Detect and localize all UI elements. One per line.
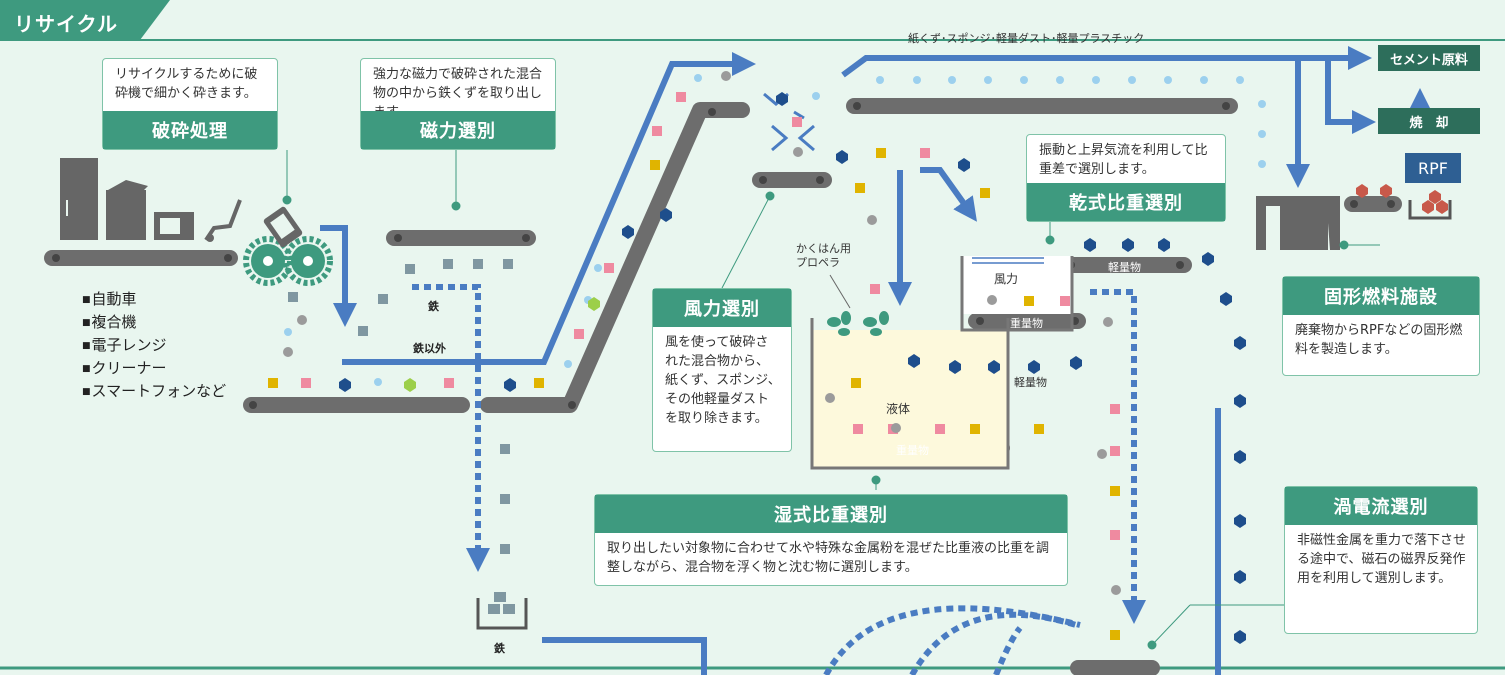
iron-bin-icon — [476, 592, 528, 630]
solid-fuel-icon — [1256, 196, 1452, 250]
propeller-label-2: プロペラ — [796, 256, 840, 269]
appliances-icon — [60, 158, 242, 242]
dry-desc: 振動と上昇気流を利用して比重差で選別します。 — [1039, 143, 1208, 177]
list-item: クリーナー — [82, 357, 226, 380]
iron-label: 鉄 — [428, 300, 439, 313]
crushing-desc: リサイクルするために破砕機で細かく砕きます。 — [115, 67, 258, 101]
magnetic-box: 強力な磁力で破砕された混合物の中から鉄くずを取り出します。 磁力選別 — [360, 58, 556, 150]
page-title: リサイクル — [14, 12, 118, 36]
eddy-box: 渦電流選別 非磁性金属を重力で落下させる途中で、磁石の磁界反発作用を利用して選別… — [1284, 486, 1478, 634]
list-item: 電子レンジ — [82, 334, 226, 357]
wind-box: 風力選別 風を使って破砕された混合物から、紙くず、スポンジ、その他軽量ダストを取… — [652, 288, 792, 452]
propeller-icon — [827, 311, 889, 336]
light-wet-label: 軽量物 — [1014, 376, 1047, 389]
solid-fuel-title: 固形燃料施設 — [1283, 277, 1479, 315]
wet-box: 湿式比重選別 取り出したい対象物に合わせて水や特殊な金属粉を混ぜた比重液の比重を… — [594, 494, 1068, 586]
magnetic-title: 磁力選別 — [361, 111, 555, 149]
list-item: 自動車 — [82, 288, 226, 311]
burn-tag: 焼 却 — [1378, 108, 1480, 134]
non-iron-label: 鉄以外 — [413, 342, 446, 355]
paper-dust-label: 紙くず･スポンジ･軽量ダスト･軽量プラスチック — [908, 32, 1145, 45]
wind-desc: 風を使って破砕された混合物から、紙くず、スポンジ、その他軽量ダストを取り除きます… — [665, 335, 781, 426]
particles — [268, 71, 1266, 644]
solid-fuel-box: 固形燃料施設 廃棄物からRPFなどの固形燃料を製造します。 — [1282, 276, 1480, 376]
dry-tank — [960, 256, 1074, 332]
propeller-label-1: かくはん用 — [796, 242, 851, 255]
eddy-desc: 非磁性金属を重力で落下させる途中で、磁石の磁界反発作用を利用して選別します。 — [1297, 533, 1467, 586]
wet-desc: 取り出したい対象物に合わせて水や特殊な金属粉を混ぜた比重液の比重を調整しながら、… — [607, 541, 1050, 575]
item-list: 自動車 複合機 電子レンジ クリーナー スマートフォンなど — [82, 288, 227, 403]
heavy-wet-label: 重量物 — [896, 444, 929, 457]
rpf-pellets — [1356, 184, 1448, 214]
rpf-tag: RPF — [1405, 153, 1461, 183]
wet-tank — [810, 318, 1010, 470]
list-item: スマートフォンなど — [82, 380, 227, 403]
liquid-label: 液体 — [886, 402, 911, 416]
dry-title: 乾式比重選別 — [1027, 183, 1225, 221]
wet-title: 湿式比重選別 — [595, 495, 1067, 533]
light-dry-label: 軽量物 — [1108, 261, 1141, 274]
solid-fuel-desc: 廃棄物からRPFなどの固形燃料を製造します。 — [1295, 323, 1463, 357]
eddy-title: 渦電流選別 — [1285, 487, 1477, 525]
crushing-box: リサイクルするために破砕機で細かく砕きます。 破砕処理 — [102, 58, 278, 150]
dry-box: 振動と上昇気流を利用して比重差で選別します。 乾式比重選別 — [1026, 134, 1226, 222]
wind-force-label: 風力 — [994, 272, 1019, 286]
iron-bin-label: 鉄 — [494, 642, 505, 655]
list-item: 複合機 — [82, 311, 226, 334]
header-tab — [0, 0, 170, 40]
crusher-icon — [243, 206, 333, 286]
crushing-title: 破砕処理 — [103, 111, 277, 149]
wind-nozzle-icon — [763, 92, 815, 152]
wind-title: 風力選別 — [653, 289, 791, 327]
heavy-dry-label: 重量物 — [1010, 317, 1043, 330]
cement-tag: セメント原料 — [1378, 45, 1480, 71]
